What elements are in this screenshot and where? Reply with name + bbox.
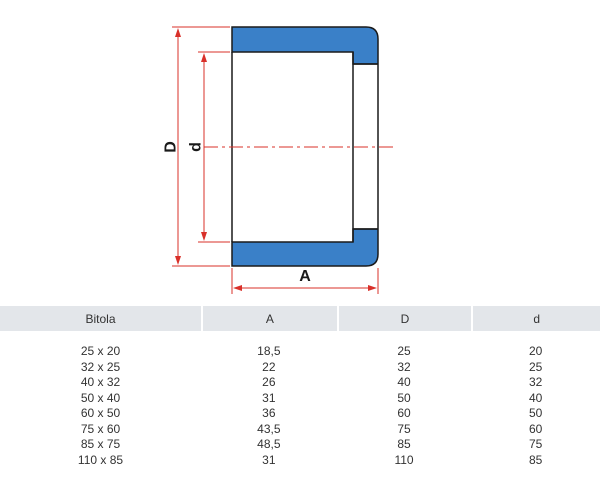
table-header-row: Bitola A D d [0, 306, 600, 331]
cell-inner-d: 85 [528, 452, 543, 467]
cell-bitola: 32 x 25 [80, 359, 121, 374]
label-d: d [188, 142, 205, 152]
cell-bitola: 85 x 75 [80, 437, 121, 451]
cell-a: 48,5 [257, 437, 281, 451]
cell-inner-d: 60 [528, 421, 543, 436]
cell-bitola: 40 x 32 [80, 375, 121, 389]
cell-a: 31 [262, 452, 276, 467]
cell-a: 31 [262, 390, 276, 405]
cell-outer-d: 40 [397, 375, 411, 389]
cell-a: 43,5 [257, 421, 281, 436]
table-row: 32 x 25 22 32 25 [0, 360, 600, 376]
cell-outer-d: 60 [397, 406, 411, 420]
cell-inner-d: 20 [528, 344, 543, 358]
cell-outer-d: 25 [397, 344, 411, 358]
cell-bitola: 25 x 20 [80, 344, 121, 358]
cell-a: 26 [262, 375, 276, 389]
table-row: 85 x 75 48,5 85 75 [0, 437, 600, 453]
table-row: 25 x 20 18,5 25 20 [0, 331, 600, 360]
table-row: 60 x 50 36 60 50 [0, 406, 600, 422]
cell-inner-d: 32 [528, 375, 543, 389]
cell-inner-d: 40 [528, 390, 543, 405]
cell-bitola: 75 x 60 [80, 421, 121, 436]
cell-bitola: 110 x 85 [77, 452, 124, 467]
cell-a: 36 [262, 406, 276, 420]
label-A: A [299, 268, 311, 285]
header-outer-d: D [336, 306, 472, 331]
cell-inner-d: 75 [528, 437, 543, 451]
cell-bitola: 60 x 50 [80, 406, 121, 420]
cell-a: 22 [262, 359, 276, 374]
header-inner-d: d [471, 306, 600, 331]
table-row: 110 x 85 31 110 85 [0, 453, 600, 469]
cell-outer-d: 75 [397, 421, 411, 436]
cell-inner-d: 25 [528, 359, 543, 374]
cell-outer-d: 32 [397, 359, 411, 374]
dimension-A [231, 268, 379, 294]
cell-a: 18,5 [257, 344, 281, 358]
dimensions-table: Bitola A D d 25 x 20 18,5 25 20 32 x 25 … [0, 306, 600, 468]
label-D: D [163, 141, 180, 153]
reducer-bushing-drawing: D d A [163, 26, 396, 294]
cell-inner-d: 50 [528, 406, 543, 420]
header-a: A [201, 306, 337, 331]
table-row: 50 x 40 31 50 40 [0, 391, 600, 407]
table-row: 75 x 60 43,5 75 60 [0, 422, 600, 438]
dimension-D [172, 26, 230, 267]
cell-outer-d: 50 [397, 390, 411, 405]
dimension-d [198, 51, 230, 243]
cell-outer-d: 110 [394, 452, 414, 467]
header-bitola: Bitola [0, 306, 201, 331]
table-row: 40 x 32 26 40 32 [0, 375, 600, 391]
cell-bitola: 50 x 40 [80, 390, 121, 405]
cell-outer-d: 85 [397, 437, 411, 451]
